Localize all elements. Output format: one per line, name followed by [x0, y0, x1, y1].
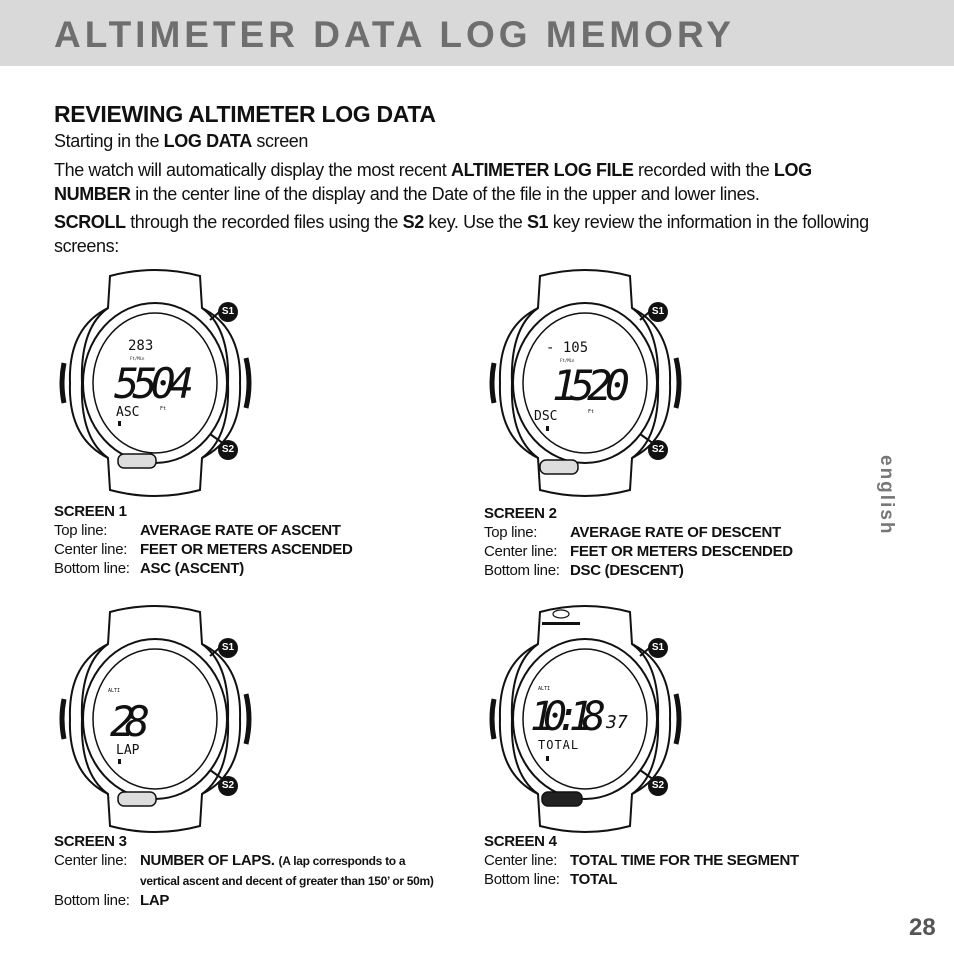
caption-label: Top line: [54, 522, 108, 539]
lcd-label: ALTI [538, 686, 550, 692]
caption-note: vertical ascent and decent of greater th… [140, 874, 434, 888]
p2-text: through the recorded files using the [125, 212, 403, 232]
caption-heading: SCREEN 1 [54, 503, 127, 520]
page-number: 28 [909, 914, 936, 941]
s1-key-label: S1 [218, 638, 238, 658]
s2-key-label: S2 [218, 776, 238, 796]
caption-value: DSC (DESCENT) [570, 562, 684, 579]
caption-label: Bottom line: [484, 871, 560, 888]
caption-label: Bottom line: [484, 562, 560, 579]
watch-screen-4: ALTI 10:18 37 TOTAL S1 S2 [480, 604, 690, 834]
watch-screen-2: - 105 Ft/Min 1520 DSC Ft S1 S2 [480, 268, 690, 498]
caption-value: TOTAL TIME FOR THE SEGMENT [570, 852, 799, 869]
caption-value: AVERAGE RATE OF DESCENT [570, 524, 781, 541]
p1-bold: ALTIMETER LOG FILE [450, 160, 634, 180]
header-banner: ALTIMETER DATA LOG MEMORY [0, 0, 954, 66]
lcd-unit-top: Ft/Min [130, 356, 145, 361]
caption-value: FEET OR METERS DESCENDED [570, 543, 793, 560]
caption-heading: SCREEN 4 [484, 833, 557, 850]
lcd-bottom: DSC [534, 409, 557, 424]
p1-bold: LOG NUMBER [54, 160, 812, 204]
section-title: REVIEWING ALTIMETER LOG DATA [54, 101, 436, 127]
watch-illustration: ALTI 10:18 37 TOTAL [489, 605, 682, 833]
watch-screen-3: ALTI 28 LAP S1 S2 [50, 604, 260, 834]
lcd-seconds: 37 [605, 712, 628, 733]
lcd-unit: Ft [588, 409, 594, 415]
caption-label: Bottom line: [54, 560, 130, 577]
caption-value: TOTAL [570, 871, 618, 888]
s2-key-label: S2 [648, 776, 668, 796]
screen-1-caption: SCREEN 1 Top line: AVERAGE RATE OF ASCENT… [54, 502, 353, 578]
lcd-main: 10:18 [530, 694, 606, 740]
screen-2-caption: SCREEN 2 Top line: AVERAGE RATE OF DESCEN… [484, 504, 793, 580]
p1-text: in the center line of the display and th… [130, 184, 760, 204]
caption-note: (A lap corresponds to a [278, 854, 406, 868]
lcd-top: 283 [128, 338, 153, 354]
caption-label: Top line: [484, 524, 538, 541]
lcd-main: 5504 [114, 359, 194, 408]
lcd-main: 1520 [552, 361, 630, 410]
s2-key-label: S2 [218, 440, 238, 460]
lcd-bottom: ASC [116, 405, 139, 420]
p1-text: recorded with the [633, 160, 774, 180]
caption-label: Center line: [54, 541, 128, 558]
p2-bold: SCROLL [54, 212, 126, 232]
watch-illustration: 283 Ft/Min 5504 ASC Ft [59, 269, 252, 497]
lcd-unit-top: Ft/Min [560, 358, 575, 363]
lcd-top: - 105 [546, 340, 588, 356]
p2-bold: S2 [402, 212, 425, 232]
caption-value: NUMBER OF LAPS. [140, 852, 275, 869]
screen-3-caption: SCREEN 3 Center line: NUMBER OF LAPS. (A … [54, 832, 434, 910]
page-title: ALTIMETER DATA LOG MEMORY [54, 14, 735, 55]
p2-text: key. Use the [423, 212, 527, 232]
caption-label: Center line: [484, 852, 558, 869]
caption-value: AVERAGE RATE OF ASCENT [140, 522, 341, 539]
p2-bold: S1 [526, 212, 549, 232]
screen-4-caption: SCREEN 4 Center line: TOTAL TIME FOR THE … [484, 832, 799, 889]
caption-label: Center line: [54, 852, 128, 869]
lcd-bottom: LAP [116, 743, 140, 758]
watch-illustration: ALTI 28 LAP [59, 605, 252, 833]
brand-logo-icon [552, 609, 570, 619]
intro-text: Starting in the [54, 131, 164, 151]
caption-heading: SCREEN 3 [54, 833, 127, 850]
lcd-unit: Ft [160, 406, 166, 412]
s1-key-label: S1 [648, 302, 668, 322]
intro-line: Starting in the LOG DATA screen [54, 129, 874, 153]
p1-text: The watch will automatically display the… [54, 160, 451, 180]
watch-illustration: - 105 Ft/Min 1520 DSC Ft [489, 269, 682, 497]
lcd-bottom: TOTAL [538, 738, 579, 752]
language-side-label: english [876, 455, 897, 536]
lcd-main: 28 [110, 697, 150, 746]
brand-wordmark [542, 622, 580, 625]
lcd-label: ALTI [108, 688, 120, 694]
caption-heading: SCREEN 2 [484, 505, 557, 522]
caption-value: FEET OR METERS ASCENDED [140, 541, 353, 558]
caption-value: ASC (ASCENT) [140, 560, 244, 577]
paragraph-1: The watch will automatically display the… [54, 158, 874, 206]
s1-key-label: S1 [648, 638, 668, 658]
caption-label: Bottom line: [54, 892, 130, 909]
s2-key-label: S2 [648, 440, 668, 460]
p2-text: key review the information in the follow… [54, 212, 869, 256]
s1-key-label: S1 [218, 302, 238, 322]
caption-label: Center line: [484, 543, 558, 560]
intro-text-end: screen [251, 131, 309, 151]
intro-bold: LOG DATA [163, 131, 253, 151]
caption-value: LAP [140, 892, 170, 909]
paragraph-2: SCROLL through the recorded files using … [54, 210, 874, 258]
watch-screen-1: 283 Ft/Min 5504 ASC Ft S1 S2 [50, 268, 260, 498]
